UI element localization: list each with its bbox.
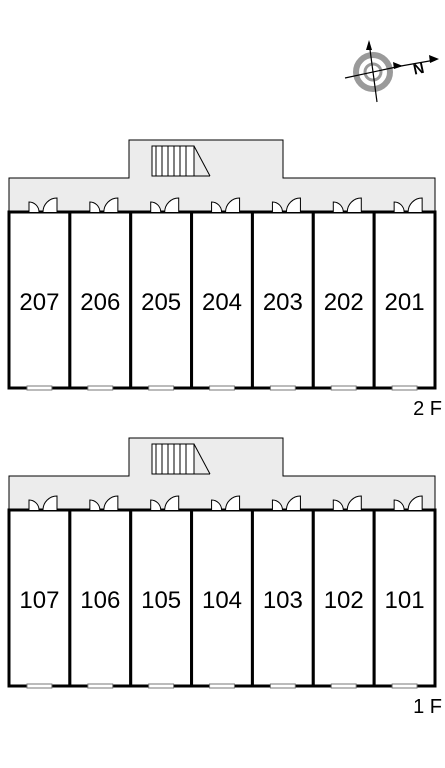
door-icon	[103, 197, 119, 213]
staircase-icon	[151, 145, 211, 177]
door-icon	[28, 499, 40, 511]
unit-number: 105	[141, 587, 181, 614]
unit-102[interactable]: 102	[311, 495, 376, 689]
window-icon	[269, 683, 296, 689]
door-icon	[332, 499, 344, 511]
unit-107[interactable]: 107	[7, 495, 72, 689]
door-icon	[393, 499, 405, 511]
window-icon	[330, 683, 357, 689]
unit-101[interactable]: 101	[372, 495, 437, 689]
unit-204[interactable]: 204	[190, 197, 254, 391]
unit-201[interactable]: 201	[372, 197, 437, 391]
window-icon	[330, 385, 357, 391]
door-icon	[271, 201, 283, 213]
floor-label: 2 F	[413, 398, 442, 420]
unit-number: 207	[19, 289, 59, 316]
corridor	[8, 139, 436, 213]
unit-number: 102	[324, 587, 364, 614]
unit-105[interactable]: 105	[129, 495, 194, 689]
door-icon	[89, 201, 101, 213]
window-icon	[209, 385, 235, 391]
unit-number: 106	[80, 587, 120, 614]
unit-207[interactable]: 207	[7, 197, 72, 391]
unit-number: 103	[263, 587, 303, 614]
unit-202[interactable]: 202	[311, 197, 376, 391]
compass-north-label: N	[412, 60, 426, 79]
unit-number: 201	[385, 289, 425, 316]
door-icon	[225, 197, 241, 213]
window-icon	[269, 385, 296, 391]
corridor	[8, 437, 436, 511]
unit-205[interactable]: 205	[129, 197, 194, 391]
floor-1: 107 106 105 104 103 102 101 1 F	[7, 437, 442, 718]
door-icon	[285, 495, 301, 511]
door-icon	[407, 197, 423, 213]
floor-label: 1 F	[413, 696, 442, 718]
door-icon	[89, 499, 101, 511]
door-icon	[103, 495, 119, 511]
door-icon	[225, 495, 241, 511]
door-icon	[346, 197, 362, 213]
window-icon	[391, 385, 418, 391]
door-icon	[285, 197, 301, 213]
window-icon	[209, 683, 235, 689]
door-icon	[271, 499, 283, 511]
window-icon	[87, 683, 114, 689]
floor-2: 207 206 205 204 203 202 201 2 F	[7, 139, 442, 420]
unit-number: 205	[141, 289, 181, 316]
window-icon	[391, 683, 418, 689]
window-icon	[148, 385, 175, 391]
unit-104[interactable]: 104	[190, 495, 254, 689]
unit-206[interactable]: 206	[68, 197, 133, 391]
unit-number: 203	[263, 289, 303, 316]
door-icon	[42, 495, 58, 511]
unit-203[interactable]: 203	[250, 197, 315, 391]
staircase-icon	[151, 443, 211, 475]
compass-rose-icon: N	[344, 40, 439, 103]
unit-number: 204	[202, 289, 242, 316]
window-icon	[26, 385, 53, 391]
window-icon	[148, 683, 175, 689]
door-icon	[28, 201, 40, 213]
unit-number: 206	[80, 289, 120, 316]
door-icon	[150, 201, 162, 213]
door-icon	[346, 495, 362, 511]
unit-103[interactable]: 103	[250, 495, 315, 689]
door-icon	[211, 201, 223, 213]
unit-number: 101	[385, 587, 425, 614]
door-icon	[393, 201, 405, 213]
door-icon	[407, 495, 423, 511]
unit-number: 104	[202, 587, 242, 614]
window-icon	[26, 683, 53, 689]
door-icon	[164, 495, 180, 511]
door-icon	[150, 499, 162, 511]
window-icon	[87, 385, 114, 391]
door-icon	[42, 197, 58, 213]
door-icon	[211, 499, 223, 511]
door-icon	[164, 197, 180, 213]
unit-number: 202	[324, 289, 364, 316]
unit-number: 107	[19, 587, 59, 614]
door-icon	[332, 201, 344, 213]
unit-106[interactable]: 106	[68, 495, 133, 689]
